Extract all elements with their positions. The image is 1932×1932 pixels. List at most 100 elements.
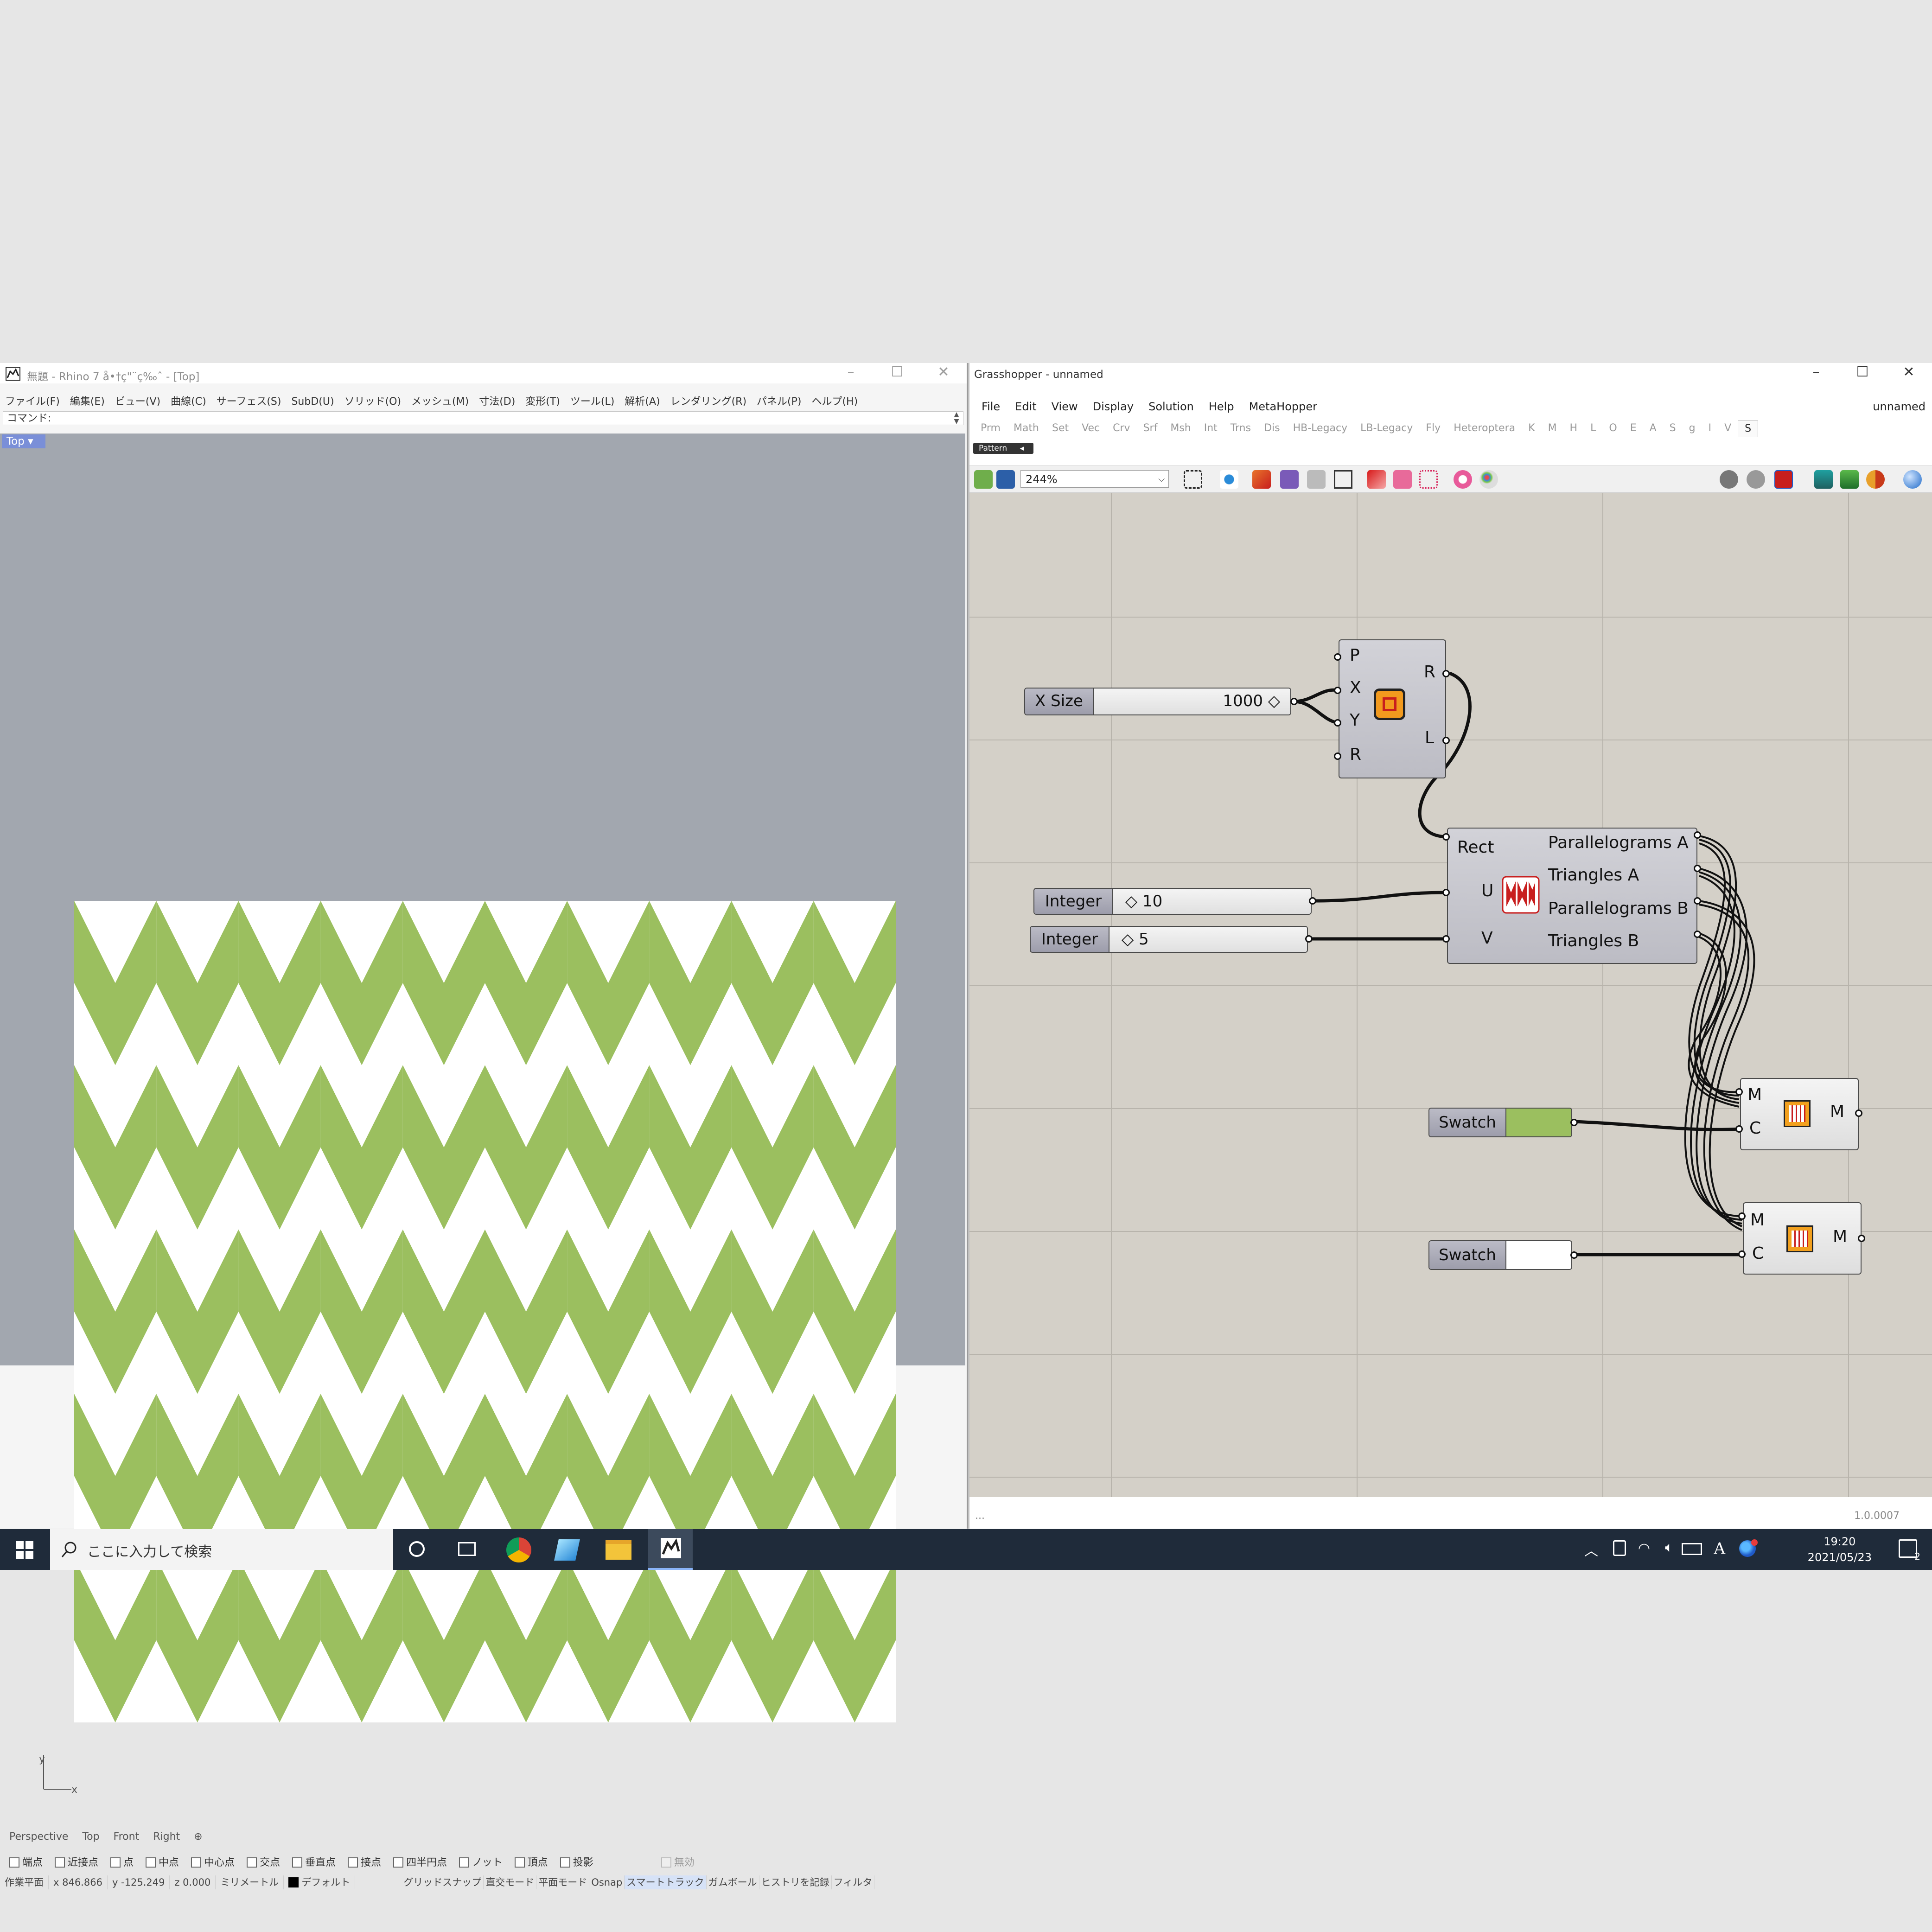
osnap-4[interactable]: 中心点 xyxy=(191,1854,235,1869)
osnap-6[interactable]: 垂直点 xyxy=(292,1854,336,1869)
status-mode-6[interactable]: ヒストリを記録 xyxy=(759,1875,832,1889)
gh-tab-3[interactable]: Vec xyxy=(1082,422,1100,434)
gh-menu-item-6[interactable]: MetaHopper xyxy=(1249,400,1317,413)
material-icon[interactable] xyxy=(1866,470,1885,489)
tray-chevron-icon[interactable]: ︿ xyxy=(1584,1543,1598,1559)
xsize-slider-track[interactable] xyxy=(1094,689,1290,714)
osnap-3[interactable]: 中点 xyxy=(146,1854,179,1869)
gh-tab-17[interactable]: L xyxy=(1590,422,1596,434)
rhino-menu-item-9[interactable]: 変形(T) xyxy=(525,396,560,408)
minimize-icon[interactable]: – xyxy=(1812,364,1820,380)
gh-tab-23[interactable]: I xyxy=(1708,422,1712,434)
volume-icon[interactable]: 🔈︎ xyxy=(1665,1539,1673,1556)
zoom-select[interactable]: 244%⌵ xyxy=(1020,470,1169,488)
close-icon[interactable]: ✕ xyxy=(937,364,950,380)
status-mode-2[interactable]: 平面モード xyxy=(536,1875,590,1889)
rhino-taskbar-button[interactable] xyxy=(648,1529,693,1570)
swatch-white-color[interactable] xyxy=(1506,1241,1571,1269)
gh-tab-16[interactable]: H xyxy=(1569,422,1578,434)
gh-tab-1[interactable]: Math xyxy=(1013,422,1039,434)
keyboard-icon[interactable] xyxy=(1682,1543,1702,1555)
osnap-10[interactable]: 頂点 xyxy=(514,1854,548,1869)
canvas-widget-icon[interactable] xyxy=(1307,470,1326,489)
custom-preview-1[interactable]: M C M xyxy=(1740,1078,1859,1150)
osnap-11[interactable]: 投影 xyxy=(560,1854,593,1869)
cortana-icon[interactable] xyxy=(409,1541,425,1557)
file-explorer-icon[interactable] xyxy=(606,1540,631,1560)
integer-slider-v[interactable]: Integer ◇ 5 xyxy=(1030,926,1308,953)
task-view-icon[interactable] xyxy=(458,1542,476,1556)
osnap-disable[interactable]: 無効 xyxy=(661,1854,695,1869)
osnap-8[interactable]: 四半円点 xyxy=(393,1854,447,1869)
viewport-tab-2[interactable]: Front xyxy=(113,1831,140,1843)
mesh-quality-icon[interactable] xyxy=(1814,470,1833,489)
pattern-component[interactable]: Rect U V Parallelograms A Triangles A Pa… xyxy=(1447,828,1697,964)
osnap-5[interactable]: 交点 xyxy=(247,1854,280,1869)
preview-selected-icon[interactable] xyxy=(1774,470,1793,489)
gh-tab-8[interactable]: Trns xyxy=(1230,422,1251,434)
ime-indicator[interactable]: A xyxy=(1714,1539,1725,1558)
scatter-icon[interactable] xyxy=(1419,470,1438,489)
palette-icon[interactable] xyxy=(1479,470,1498,489)
gh-menu-item-0[interactable]: File xyxy=(982,400,1001,413)
gh-document-name[interactable]: unnamed xyxy=(1873,400,1926,413)
gh-menu-item-2[interactable]: View xyxy=(1051,400,1078,413)
gh-tab-25[interactable]: S xyxy=(1738,421,1759,437)
command-scroll-icon[interactable]: ▲▼ xyxy=(954,411,959,425)
status-mode-5[interactable]: ガムボール xyxy=(707,1875,759,1889)
gh-tab-10[interactable]: HB-Legacy xyxy=(1293,422,1348,434)
osnap-9[interactable]: ノット xyxy=(459,1854,503,1869)
maximize-icon[interactable]: ☐ xyxy=(891,364,904,380)
integer-slider-v-track[interactable] xyxy=(1109,927,1307,952)
rhino-menu-item-14[interactable]: ヘルプ(H) xyxy=(811,396,858,408)
gh-tab-12[interactable]: Fly xyxy=(1426,422,1441,434)
gh-tab-19[interactable]: E xyxy=(1630,422,1637,434)
rhino-menu-item-0[interactable]: ファイル(F) xyxy=(5,396,60,408)
rhino-menu-item-2[interactable]: ビュー(V) xyxy=(115,396,161,408)
gh-canvas[interactable]: P X Y R R L X Size 1000 ◇ Rect U V Pa xyxy=(969,493,1932,1497)
gh-tab-22[interactable]: g xyxy=(1689,422,1696,434)
gh-tab-7[interactable]: Int xyxy=(1204,422,1218,434)
windows-start-icon[interactable] xyxy=(16,1541,33,1559)
integer-slider-u-track[interactable] xyxy=(1113,889,1311,914)
swatch-white[interactable]: Swatch xyxy=(1428,1240,1572,1270)
save-file-icon[interactable] xyxy=(996,470,1015,489)
bake-icon[interactable] xyxy=(1280,470,1299,489)
mesh-settings-icon[interactable] xyxy=(1840,470,1859,489)
maximize-icon[interactable]: ☐ xyxy=(1856,364,1869,380)
gh-menu-item-5[interactable]: Help xyxy=(1208,400,1234,413)
app-icon[interactable] xyxy=(554,1539,580,1561)
viewport-title-tab[interactable]: Top ▾ xyxy=(2,434,45,448)
gh-tab-2[interactable]: Set xyxy=(1052,422,1069,434)
preview-wireframe-icon[interactable] xyxy=(1720,470,1738,489)
open-file-icon[interactable] xyxy=(974,470,993,489)
record-icon[interactable] xyxy=(1454,470,1472,489)
gh-tab-4[interactable]: Crv xyxy=(1113,422,1130,434)
gh-tab-6[interactable]: Msh xyxy=(1170,422,1191,434)
osnap-0[interactable]: 端点 xyxy=(9,1854,43,1869)
status-mode-0[interactable]: グリッドスナップ xyxy=(402,1875,484,1889)
cluster-icon[interactable] xyxy=(1393,470,1412,489)
rhino-menu-item-13[interactable]: パネル(P) xyxy=(757,396,802,408)
panel-tab-pattern[interactable]: Pattern ◂ xyxy=(973,443,1033,454)
zoom-extents-icon[interactable] xyxy=(1184,470,1202,489)
preview-eye-icon[interactable] xyxy=(1220,470,1238,489)
gh-tab-14[interactable]: K xyxy=(1528,422,1535,434)
rhino-menu-item-4[interactable]: サーフェス(S) xyxy=(216,396,281,408)
rectangle-component[interactable]: P X Y R R L xyxy=(1339,639,1446,778)
close-icon[interactable]: ✕ xyxy=(1903,364,1915,380)
add-viewport-icon[interactable]: ⊕ xyxy=(194,1831,203,1843)
swatch-green-color[interactable] xyxy=(1506,1109,1571,1136)
gh-menu-item-3[interactable]: Display xyxy=(1092,400,1134,413)
layer-indicator[interactable]: デフォルト xyxy=(284,1875,356,1889)
gh-tab-5[interactable]: Srf xyxy=(1143,422,1158,434)
gh-menu-item-4[interactable]: Solution xyxy=(1148,400,1194,413)
viewport-tab-3[interactable]: Right xyxy=(153,1831,180,1843)
status-mode-3[interactable]: Osnap xyxy=(589,1875,625,1889)
gh-tab-0[interactable]: Prm xyxy=(981,422,1001,434)
select-cursor-icon[interactable] xyxy=(1367,470,1386,489)
notification-icon[interactable]: 2 xyxy=(1899,1539,1920,1562)
gh-tab-24[interactable]: V xyxy=(1724,422,1732,434)
wifi-icon[interactable]: ◠ xyxy=(1638,1540,1650,1556)
status-mode-1[interactable]: 直交モード xyxy=(484,1875,537,1889)
